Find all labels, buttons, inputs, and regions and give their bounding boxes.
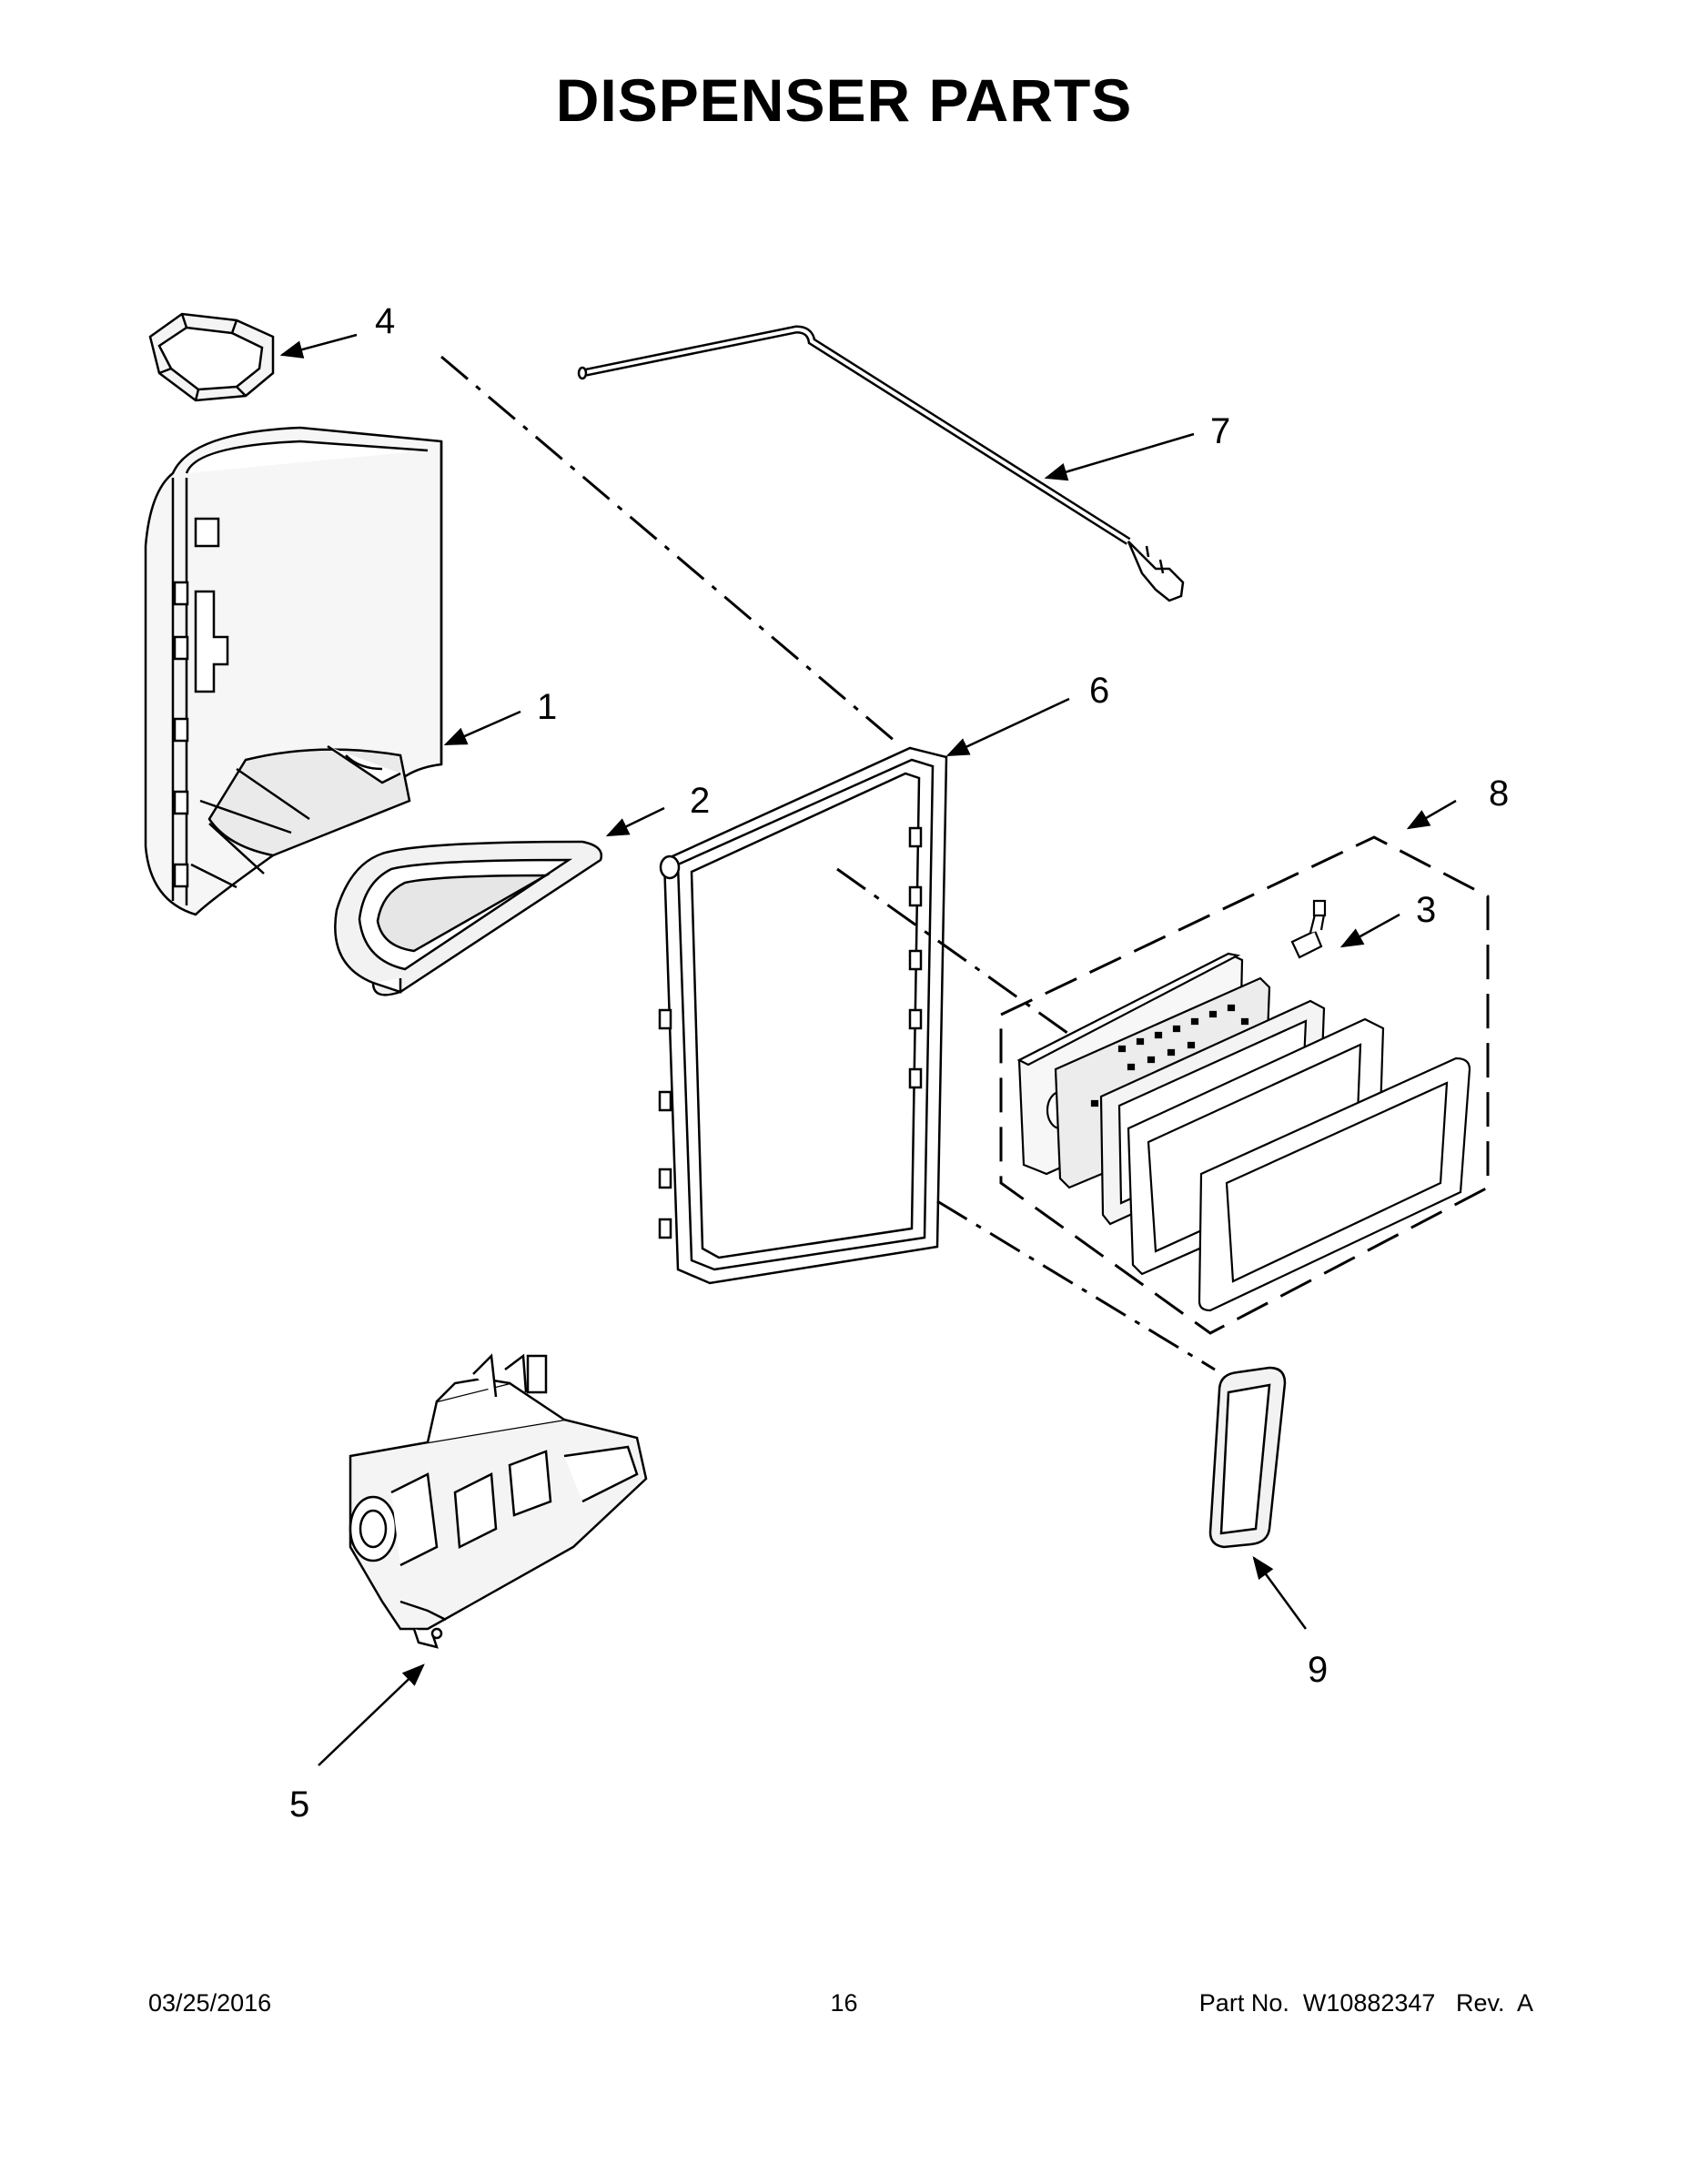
callout-2: 2	[690, 781, 710, 821]
callout-5: 5	[289, 1785, 309, 1825]
callout-7: 7	[1210, 411, 1230, 451]
callout-numbers: 1 2 3 4 5 6 7 8 9	[289, 301, 1509, 1825]
part-4-chute-cap	[150, 314, 273, 400]
page-title: DISPENSER PARTS	[555, 66, 1133, 134]
footer-page-number: 16	[830, 1989, 858, 2017]
alignment-lines	[440, 355, 1216, 1371]
footer-part-number: Part No. W10882347 Rev. A	[1198, 1989, 1533, 2017]
part-6-frame-gasket	[660, 748, 946, 1283]
callout-1: 1	[537, 687, 557, 727]
callout-4: 4	[375, 301, 395, 341]
part-7-water-tube	[579, 329, 1183, 601]
callout-3: 3	[1416, 890, 1436, 930]
leader-lines	[279, 333, 1457, 1766]
callout-8: 8	[1489, 774, 1509, 814]
part-1-dispenser-housing	[146, 428, 441, 915]
footer-date: 03/25/2016	[148, 1989, 272, 2017]
callout-9: 9	[1308, 1650, 1328, 1690]
part-2-drip-tray	[335, 842, 601, 995]
part-8-assembly-outline	[999, 835, 1490, 1335]
callout-6: 6	[1089, 671, 1109, 711]
part-8-control-boards	[1019, 901, 1470, 1310]
part-9-actuator-pad	[1210, 1368, 1285, 1547]
part-5-motor-assembly	[350, 1356, 646, 1647]
